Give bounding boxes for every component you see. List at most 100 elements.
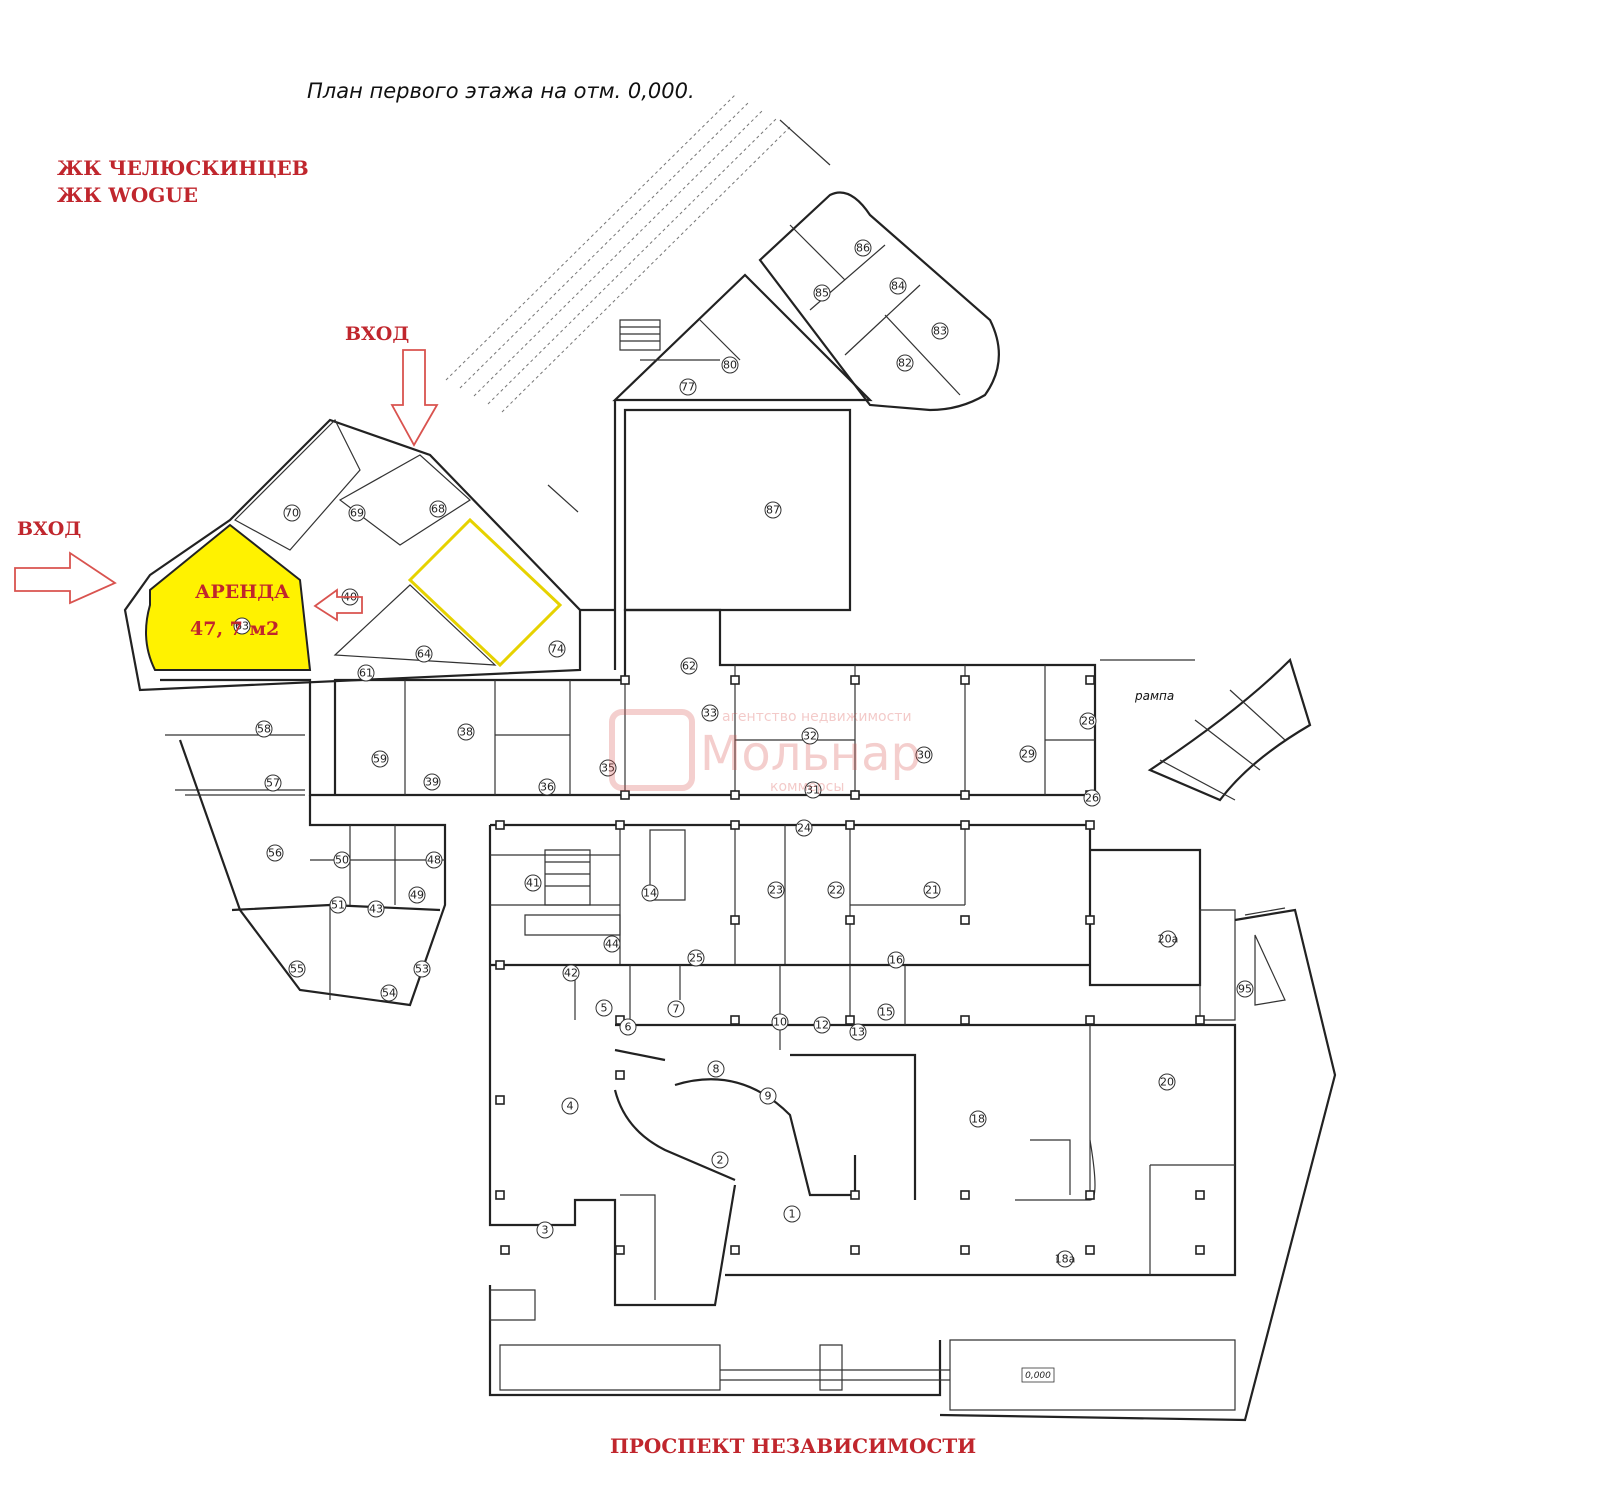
column bbox=[495, 960, 505, 970]
room-number: 54 bbox=[382, 987, 396, 1000]
room-number: 58 bbox=[257, 723, 271, 736]
complex-name-1: ЖК ЧЕЛЮСКИНЦЕВ bbox=[57, 156, 309, 180]
room-number: 87 bbox=[766, 504, 780, 517]
room-label-20a: 20a bbox=[1158, 930, 1179, 948]
room-label-circle bbox=[896, 354, 914, 372]
column bbox=[730, 820, 740, 830]
room-label-circle bbox=[425, 851, 443, 869]
column bbox=[1085, 1190, 1095, 1200]
room-label-circle bbox=[813, 1016, 831, 1034]
room-label-circle bbox=[348, 504, 366, 522]
room-label-23: 23 bbox=[767, 881, 785, 899]
room-number: 20a bbox=[1158, 933, 1179, 946]
room-label-circle bbox=[288, 960, 306, 978]
column bbox=[1085, 820, 1095, 830]
room-number: 53 bbox=[415, 963, 429, 976]
room-number: 70 bbox=[285, 507, 299, 520]
room-label-74: 74 bbox=[548, 640, 566, 658]
room-label-49: 49 bbox=[408, 886, 426, 904]
diagonal-lanes bbox=[445, 94, 831, 413]
room-label-circle bbox=[548, 640, 566, 658]
columns bbox=[495, 675, 1205, 1255]
column bbox=[730, 790, 740, 800]
room-label-circle bbox=[264, 774, 282, 792]
room-number: 50 bbox=[335, 854, 349, 867]
room-label-18a: 18a bbox=[1055, 1250, 1075, 1268]
room-label-58: 58 bbox=[255, 720, 273, 738]
room-label-circle bbox=[804, 781, 822, 799]
column bbox=[960, 820, 970, 830]
entrance-left-arrow bbox=[14, 551, 117, 605]
room-label-circle bbox=[1056, 1250, 1074, 1268]
room-number: 12 bbox=[815, 1019, 829, 1032]
elevation-mark-box bbox=[1021, 1367, 1055, 1383]
room-label-circle bbox=[524, 874, 542, 892]
room-label-69: 69 bbox=[348, 504, 366, 522]
room-number: 95 bbox=[1238, 983, 1252, 996]
room-number: 48 bbox=[427, 854, 441, 867]
ramp-label: рампа bbox=[1134, 689, 1174, 703]
room-label-77: 77 bbox=[679, 378, 697, 396]
room-label-circle bbox=[854, 239, 872, 257]
room-label-55: 55 bbox=[288, 960, 306, 978]
room-number: 86 bbox=[856, 242, 870, 255]
room-label-circle bbox=[795, 819, 813, 837]
room-number: 14 bbox=[643, 887, 657, 900]
room-label-circle bbox=[415, 645, 433, 663]
triangle-wing bbox=[612, 273, 873, 402]
room-label-62: 62 bbox=[680, 657, 698, 675]
room-label-circle bbox=[679, 378, 697, 396]
room-number: 20 bbox=[1160, 1076, 1174, 1089]
room-label-83: 83 bbox=[931, 322, 949, 340]
column bbox=[730, 1015, 740, 1025]
room-number: 82 bbox=[898, 357, 912, 370]
room-label-circle bbox=[877, 1003, 895, 1021]
room-label-circle bbox=[595, 999, 613, 1017]
room-label-25: 25 bbox=[687, 949, 705, 967]
column bbox=[620, 675, 630, 685]
room-label-circle bbox=[889, 277, 907, 295]
rental-area[interactable] bbox=[145, 523, 312, 671]
room-label-circle bbox=[329, 896, 347, 914]
room-number: 42 bbox=[564, 967, 578, 980]
room-label-circle bbox=[1236, 980, 1254, 998]
room-label-38: 38 bbox=[457, 723, 475, 741]
room-label-2: 2 bbox=[711, 1151, 729, 1169]
room-label-circle bbox=[283, 504, 301, 522]
room-number: 1 bbox=[789, 1208, 796, 1221]
room-label-12: 12 bbox=[813, 1016, 831, 1034]
room-label-56: 56 bbox=[266, 844, 284, 862]
column bbox=[960, 1245, 970, 1255]
watermark-bottom-line: коммерсы bbox=[770, 779, 844, 795]
room-label-3: 3 bbox=[536, 1221, 554, 1239]
room-label-36: 36 bbox=[538, 778, 556, 796]
street-label: ПРОСПЕКТ НЕЗАВИСИМОСТИ bbox=[610, 1434, 976, 1458]
room-number: 24 bbox=[797, 822, 811, 835]
complex-name-2: ЖК WOGUE bbox=[57, 183, 198, 207]
room-label-28: 28 bbox=[1079, 712, 1097, 730]
room-number: 15 bbox=[879, 1006, 893, 1019]
room-label-circle bbox=[887, 951, 905, 969]
room-label-circle bbox=[413, 960, 431, 978]
column bbox=[1195, 1245, 1205, 1255]
column bbox=[730, 1245, 740, 1255]
room-label-6: 6 bbox=[619, 1018, 637, 1036]
room-number: 29 bbox=[1021, 748, 1035, 761]
elevation-mark: 0,000 bbox=[1025, 1371, 1051, 1381]
room-label-circle bbox=[641, 884, 659, 902]
room-label-circle bbox=[429, 500, 447, 518]
room-number: 36 bbox=[540, 781, 554, 794]
room-label-circle bbox=[667, 1000, 685, 1018]
room-label-51: 51 bbox=[329, 896, 347, 914]
column bbox=[495, 1095, 505, 1105]
room-number: 39 bbox=[425, 776, 439, 789]
column bbox=[495, 820, 505, 830]
room-number: 30 bbox=[917, 749, 931, 762]
room-number: 2 bbox=[717, 1154, 724, 1167]
room-number: 77 bbox=[681, 381, 695, 394]
room-label-68: 68 bbox=[429, 500, 447, 518]
top-stairs bbox=[619, 319, 661, 351]
room-label-circle bbox=[619, 1018, 637, 1036]
